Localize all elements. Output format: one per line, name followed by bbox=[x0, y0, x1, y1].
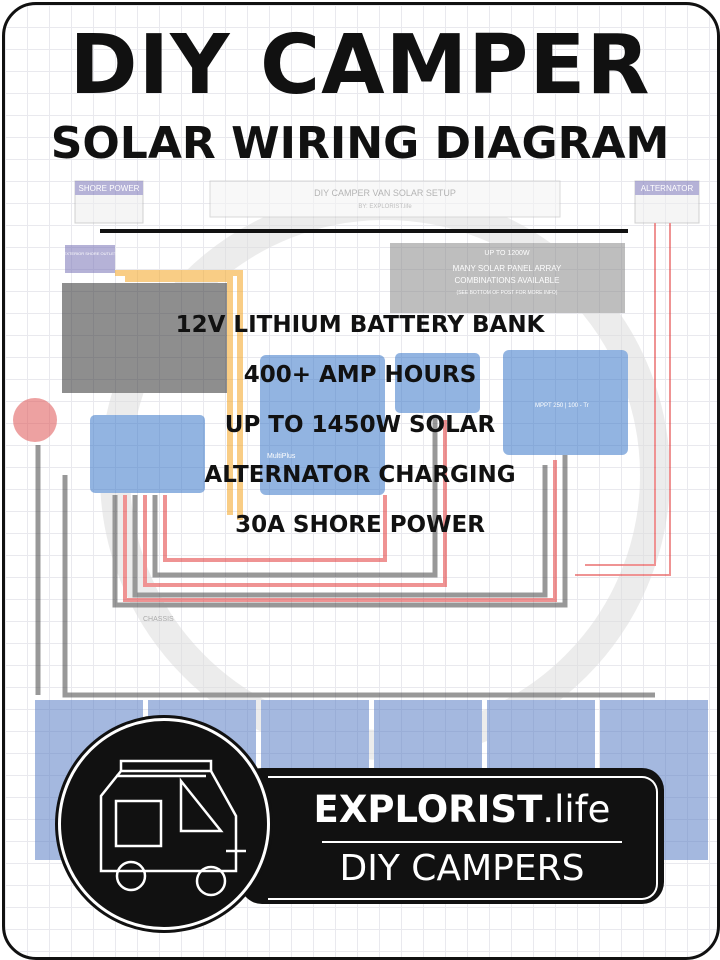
title-line-2: SOLAR WIRING DIAGRAM bbox=[50, 118, 670, 169]
dc-negative-wires bbox=[112, 415, 568, 608]
exterior-outlet bbox=[65, 245, 115, 273]
solar-array-heading: UP TO 1200W bbox=[484, 250, 530, 257]
feature-amp-hours: 400+ AMP HOURS bbox=[243, 362, 477, 388]
solar-array-note3: (SEE BOTTOM OF POST FOR MORE INFO) bbox=[457, 290, 558, 296]
feature-battery-bank: 12V LITHIUM BATTERY BANK bbox=[175, 312, 545, 338]
brand-tagline: DIY CAMPERS bbox=[339, 848, 585, 889]
van-logo bbox=[58, 718, 270, 930]
battery-main-wires bbox=[35, 445, 655, 698]
solar-array-note2: COMBINATIONS AVAILABLE bbox=[455, 276, 560, 285]
diagram-header-by: BY: EXPLORIST.life bbox=[358, 204, 412, 210]
inverter-label: MultiPlus bbox=[267, 453, 296, 460]
ac-wires bbox=[115, 270, 243, 520]
battery-switch bbox=[13, 398, 57, 442]
solar-array bbox=[390, 243, 625, 313]
dc-dc-charger bbox=[395, 353, 480, 413]
diagram-header-box bbox=[209, 180, 561, 218]
title-divider bbox=[100, 229, 628, 233]
camper-van-icon bbox=[99, 759, 246, 897]
brand-divider bbox=[322, 841, 622, 843]
alternator-wires bbox=[575, 223, 671, 576]
brand-badge bbox=[240, 768, 664, 904]
inverter bbox=[260, 355, 385, 495]
lynx-distributor bbox=[90, 415, 205, 493]
mppt-label: MPPT 250 | 100 - Tr bbox=[535, 403, 589, 409]
brand-name: EXPLORIST.life bbox=[268, 788, 656, 832]
alternator-label: ALTERNATOR bbox=[641, 184, 694, 193]
feature-alternator: ALTERNATOR CHARGING bbox=[204, 462, 516, 488]
brand-name-bold: EXPLORIST bbox=[313, 788, 543, 831]
feature-shore-power: 30A SHORE POWER bbox=[235, 512, 485, 538]
brand-name-suffix: .life bbox=[542, 788, 611, 831]
dc-positive-wires bbox=[123, 420, 557, 602]
brand-badge-border bbox=[268, 776, 658, 900]
chassis-label: CHASSIS bbox=[143, 616, 174, 623]
ac-distribution-panel bbox=[62, 283, 232, 393]
solar-array-note1: MANY SOLAR PANEL ARRAY bbox=[453, 264, 562, 273]
title-line-1: DIY CAMPER bbox=[69, 18, 651, 113]
mppt-charge-controller bbox=[503, 350, 628, 455]
feature-solar: UP TO 1450W SOLAR bbox=[224, 412, 496, 438]
shore-power-label-bg bbox=[75, 181, 143, 195]
diagram-header-title: DIY CAMPER VAN SOLAR SETUP bbox=[314, 188, 456, 198]
alternator-label-bg bbox=[635, 181, 699, 195]
exterior-outlet-label: EXTERIOR SHORE OUTLET bbox=[64, 251, 117, 256]
shore-power-label: SHORE POWER bbox=[79, 184, 140, 193]
